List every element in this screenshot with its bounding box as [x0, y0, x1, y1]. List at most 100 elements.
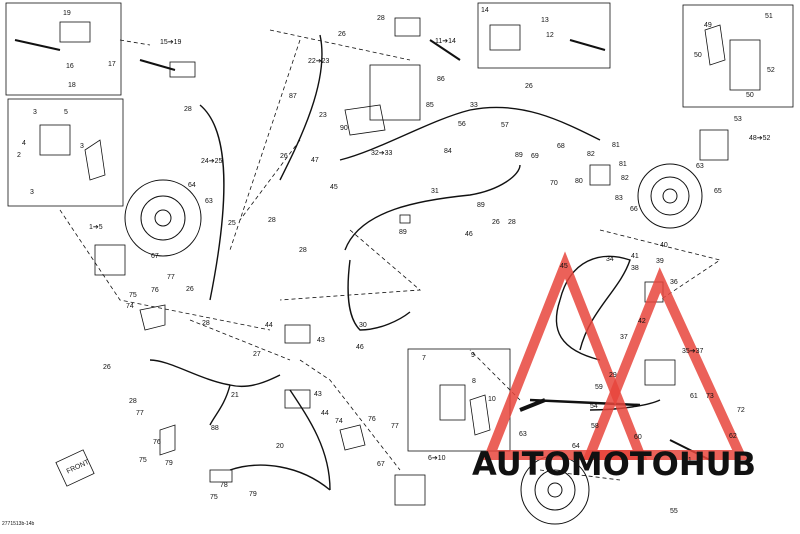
lower-caliper-detail — [439, 384, 466, 421]
mounting-bracket-mid — [339, 424, 366, 451]
callout-34: 34 — [606, 256, 614, 263]
callout-81b: 81 — [619, 161, 627, 168]
callout-79a: 79 — [249, 491, 257, 498]
callout-76b: 76 — [368, 416, 376, 423]
callout-63a: 63 — [696, 163, 704, 170]
brake-junction-block — [284, 324, 311, 344]
rear-brake-disc — [520, 455, 590, 525]
callout-6-10: 6➔10 — [428, 455, 446, 462]
callout-81: 81 — [612, 142, 620, 149]
front-arrow-box — [55, 449, 95, 487]
callout-58: 58 — [591, 423, 599, 430]
line-clip — [399, 214, 411, 224]
callout-28d: 28 — [268, 217, 276, 224]
callout-20: 20 — [276, 443, 284, 450]
callout-78: 78 — [220, 482, 228, 489]
callout-18: 18 — [68, 82, 76, 89]
callout-28b: 28 — [184, 106, 192, 113]
callout-28f: 28 — [299, 247, 307, 254]
callout-28g: 28 — [129, 398, 137, 405]
callout-10: 10 — [488, 396, 496, 403]
callout-17: 17 — [108, 61, 116, 68]
callout-28c: 28 — [508, 219, 516, 226]
callout-36: 36 — [670, 279, 678, 286]
watermark-logo: AUTOMOTOHUB — [472, 251, 756, 483]
brake-clip — [209, 469, 233, 483]
callout-69: 69 — [531, 153, 539, 160]
callout-75b: 75 — [210, 494, 218, 501]
callout-60: 60 — [634, 434, 642, 441]
callout-4: 4 — [22, 140, 26, 147]
left-brake-lever — [14, 39, 61, 51]
callout-68: 68 — [557, 143, 565, 150]
callout-43b: 43 — [314, 391, 322, 398]
diagram-linework — [5, 2, 794, 525]
callout-77c: 77 — [136, 410, 144, 417]
callout-45a: 45 — [330, 184, 338, 191]
callout-55: 55 — [670, 508, 678, 515]
lower-junction-block — [284, 389, 311, 409]
detail-box-front-caliper — [7, 98, 124, 207]
callout-76c: 76 — [153, 439, 161, 446]
abs-module — [369, 64, 421, 121]
left-lever-assembly — [139, 59, 176, 71]
callout-87: 87 — [289, 93, 297, 100]
callout-44a: 44 — [265, 322, 273, 329]
watermark-triangle-left — [482, 251, 648, 460]
callout-75a: 75 — [129, 292, 137, 299]
rear-caliper — [394, 474, 426, 506]
callout-27: 27 — [253, 351, 261, 358]
callout-37a: 37 — [620, 334, 628, 341]
callout-57: 57 — [501, 122, 509, 129]
callout-45b: 45 — [560, 263, 568, 270]
callout-86: 86 — [437, 76, 445, 83]
front-direction-label: FRONT — [66, 459, 91, 476]
front-right-caliper — [699, 129, 729, 161]
brake-pad-front — [84, 139, 106, 181]
callout-46b: 46 — [356, 344, 364, 351]
callout-59: 59 — [595, 384, 603, 391]
callout-50b: 50 — [746, 92, 754, 99]
callout-41: 41 — [631, 253, 639, 260]
callout-28a: 28 — [377, 15, 385, 22]
callout-76a: 76 — [151, 287, 159, 294]
callout-11-14: 11➔14 — [435, 38, 456, 45]
callout-82b: 82 — [621, 175, 629, 182]
callout-64: 64 — [188, 182, 196, 189]
detail-box-right-lever — [477, 2, 611, 69]
callout-90: 90 — [340, 125, 348, 132]
callout-46a: 46 — [465, 231, 473, 238]
callout-29: 29 — [609, 372, 617, 379]
right-detail-lever — [569, 39, 606, 51]
callout-71: 71 — [684, 457, 692, 464]
callout-62: 62 — [729, 433, 737, 440]
callout-35-37: 35➔37 — [682, 348, 704, 355]
callout-49: 49 — [704, 22, 712, 29]
callout-32-33: 32➔33 — [371, 150, 393, 157]
callout-22-23: 22➔23 — [308, 58, 330, 65]
callout-74b: 74 — [335, 418, 343, 425]
left-lever-body — [169, 61, 196, 78]
callout-38: 38 — [631, 265, 639, 272]
callout-73: 73 — [706, 393, 714, 400]
callout-14a: 14 — [481, 7, 489, 14]
callout-72: 72 — [737, 407, 745, 414]
callout-77b: 77 — [391, 423, 399, 430]
callout-25: 25 — [228, 220, 236, 227]
callout-13: 13 — [541, 17, 549, 24]
rear-caliper-detail — [729, 39, 761, 91]
callout-52: 52 — [767, 67, 775, 74]
callout-28e: 28 — [202, 320, 210, 327]
callout-15-19: 15➔19 — [160, 39, 182, 46]
callout-26d: 26 — [492, 219, 500, 226]
callout-74a: 74 — [126, 303, 134, 310]
callout-70: 70 — [550, 180, 558, 187]
callout-63c: 63 — [519, 431, 527, 438]
callout-39: 39 — [656, 258, 664, 265]
callout-43a: 43 — [317, 337, 325, 344]
callout-82a: 82 — [587, 151, 595, 158]
callout-1-5: 1➔5 — [89, 224, 103, 231]
callout-33: 33 — [470, 102, 478, 109]
